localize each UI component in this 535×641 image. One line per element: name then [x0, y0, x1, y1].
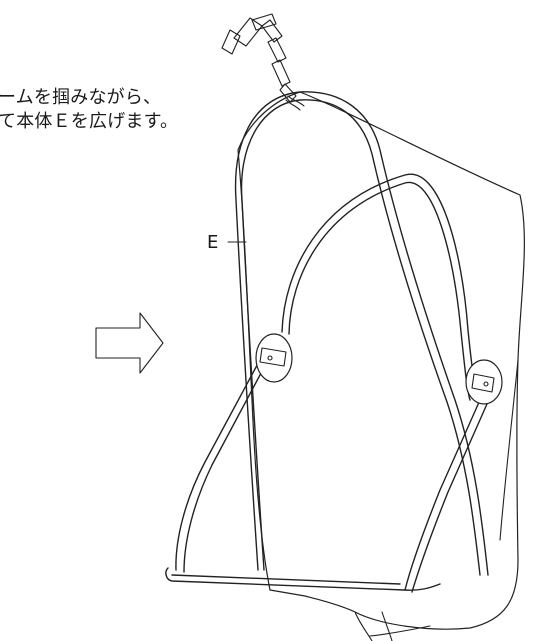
- instruction-line-2: て本体Ｅを広げます。: [0, 111, 179, 132]
- frame-e: [165, 91, 503, 593]
- instruction-text: ームを掴みながら、 て本体Ｅを広げます。: [0, 86, 178, 134]
- hanging-chain: [221, 13, 305, 111]
- direction-arrow: [95, 312, 164, 374]
- part-label-e: E: [207, 232, 219, 253]
- instruction-line-1: ームを掴みながら、: [0, 87, 162, 108]
